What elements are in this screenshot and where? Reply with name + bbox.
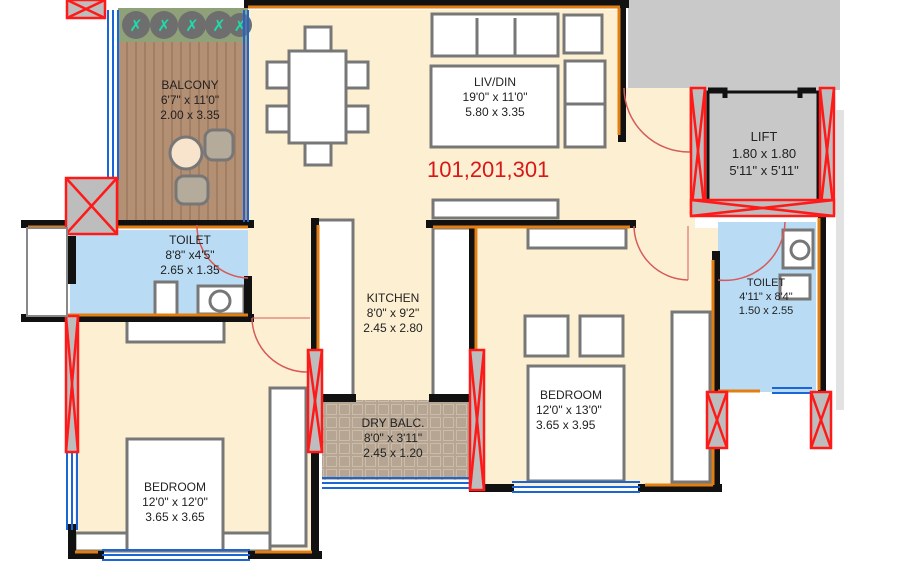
- room-name: LIFT: [750, 129, 778, 144]
- room-size-metric: 2.00 x 3.35: [160, 108, 220, 122]
- room-size-metric: 3.65 x 3.95: [536, 418, 596, 432]
- room-size-imperial: 8'0" x 9'2": [366, 306, 420, 320]
- svg-text:✗: ✗: [157, 16, 170, 35]
- room-size-metric: 3.65 x 3.65: [145, 510, 205, 524]
- room-size-imperial: 6'7" x 11'0": [160, 93, 220, 107]
- washbasin-icon: [208, 289, 232, 313]
- room-name: BALCONY: [161, 78, 219, 92]
- column-markers: [64, 0, 836, 492]
- room-size-metric: 2.65 x 1.35: [160, 263, 220, 277]
- sofa-icon: [430, 12, 560, 58]
- room-size-metric: 1.50 x 2.55: [738, 305, 794, 317]
- room-size-metric: 2.45 x 1.20: [363, 446, 423, 460]
- furniture: [73, 12, 815, 553]
- room-size-imperial: 8'8" x4'5": [165, 248, 215, 262]
- room-label-liv-din: LIV/DIN 19'0" x 11'0" 5.80 x 3.35: [445, 75, 545, 120]
- room-size-imperial: 12'0" x 13'0": [536, 403, 602, 417]
- svg-text:✗: ✗: [212, 16, 225, 35]
- room-label-kitchen: KITCHEN 8'0" x 9'2" 2.45 x 2.80: [343, 291, 443, 336]
- balcony-seating-icon: [168, 128, 235, 206]
- room-label-bedroom-right: BEDROOM 12'0" x 13'0" 3.65 x 3.95: [530, 388, 622, 433]
- room-size-metric: 1.80 x 1.80: [731, 146, 797, 161]
- room-name: LIV/DIN: [473, 75, 516, 89]
- room-name: TOILET: [746, 277, 786, 289]
- room-size-imperial: 12'0" x 12'0": [142, 495, 208, 509]
- svg-text:✗: ✗: [129, 16, 142, 35]
- svg-text:✗: ✗: [185, 16, 198, 35]
- room-size-imperial: 5'11" x 5'11": [729, 163, 799, 178]
- room-size-imperial: 19'0" x 11'0": [462, 90, 528, 104]
- room-size-metric: 2.45 x 2.80: [363, 321, 423, 335]
- room-name: DRY BALC.: [361, 416, 425, 430]
- living-rug: [429, 64, 560, 149]
- room-name: TOILET: [169, 233, 211, 247]
- room-size-imperial: 8'0" x 3'11": [363, 431, 423, 445]
- room-size-metric: 5.80 x 3.35: [465, 105, 525, 119]
- side-table-icon: [523, 314, 570, 358]
- lift-door-jambs: [708, 87, 816, 98]
- left-edge-strip: [26, 227, 68, 317]
- room-name: BEDROOM: [143, 480, 206, 494]
- dining-table-icon: [287, 49, 348, 145]
- dry-balcony-floor: [322, 400, 472, 480]
- room-label-dry-balcony: DRY BALC. 8'0" x 3'11" 2.45 x 1.20: [343, 416, 443, 461]
- room-label-lift: LIFT 1.80 x 1.80 5'11" x 5'11": [714, 128, 814, 179]
- right-stair-strip: [836, 110, 844, 410]
- room-name: BEDROOM: [540, 388, 603, 402]
- planter-icons: ✗ ✗ ✗ ✗ ✗: [122, 11, 252, 39]
- room-label-bedroom-left: BEDROOM 12'0" x 12'0" 3.65 x 3.65: [125, 480, 225, 525]
- corridor-area: [628, 0, 840, 90]
- door-swings: [196, 87, 786, 373]
- unit-numbers: 101,201,301: [427, 157, 550, 182]
- room-label-toilet-right: TOILET 4'11" x 8'4" 1.50 x 2.55: [716, 276, 816, 318]
- room-label-toilet-left: TOILET 8'8" x4'5" 2.65 x 1.35: [140, 233, 240, 278]
- balcony-deck: ✗ ✗ ✗ ✗ ✗: [118, 8, 252, 220]
- bed-left-icon: [125, 437, 225, 553]
- room-label-balcony: BALCONY 6'7" x 11'0" 2.00 x 3.35: [140, 78, 240, 123]
- windows: [66, 10, 812, 561]
- room-name: KITCHEN: [366, 291, 420, 305]
- room-size-imperial: 4'11" x 8'4": [739, 291, 793, 303]
